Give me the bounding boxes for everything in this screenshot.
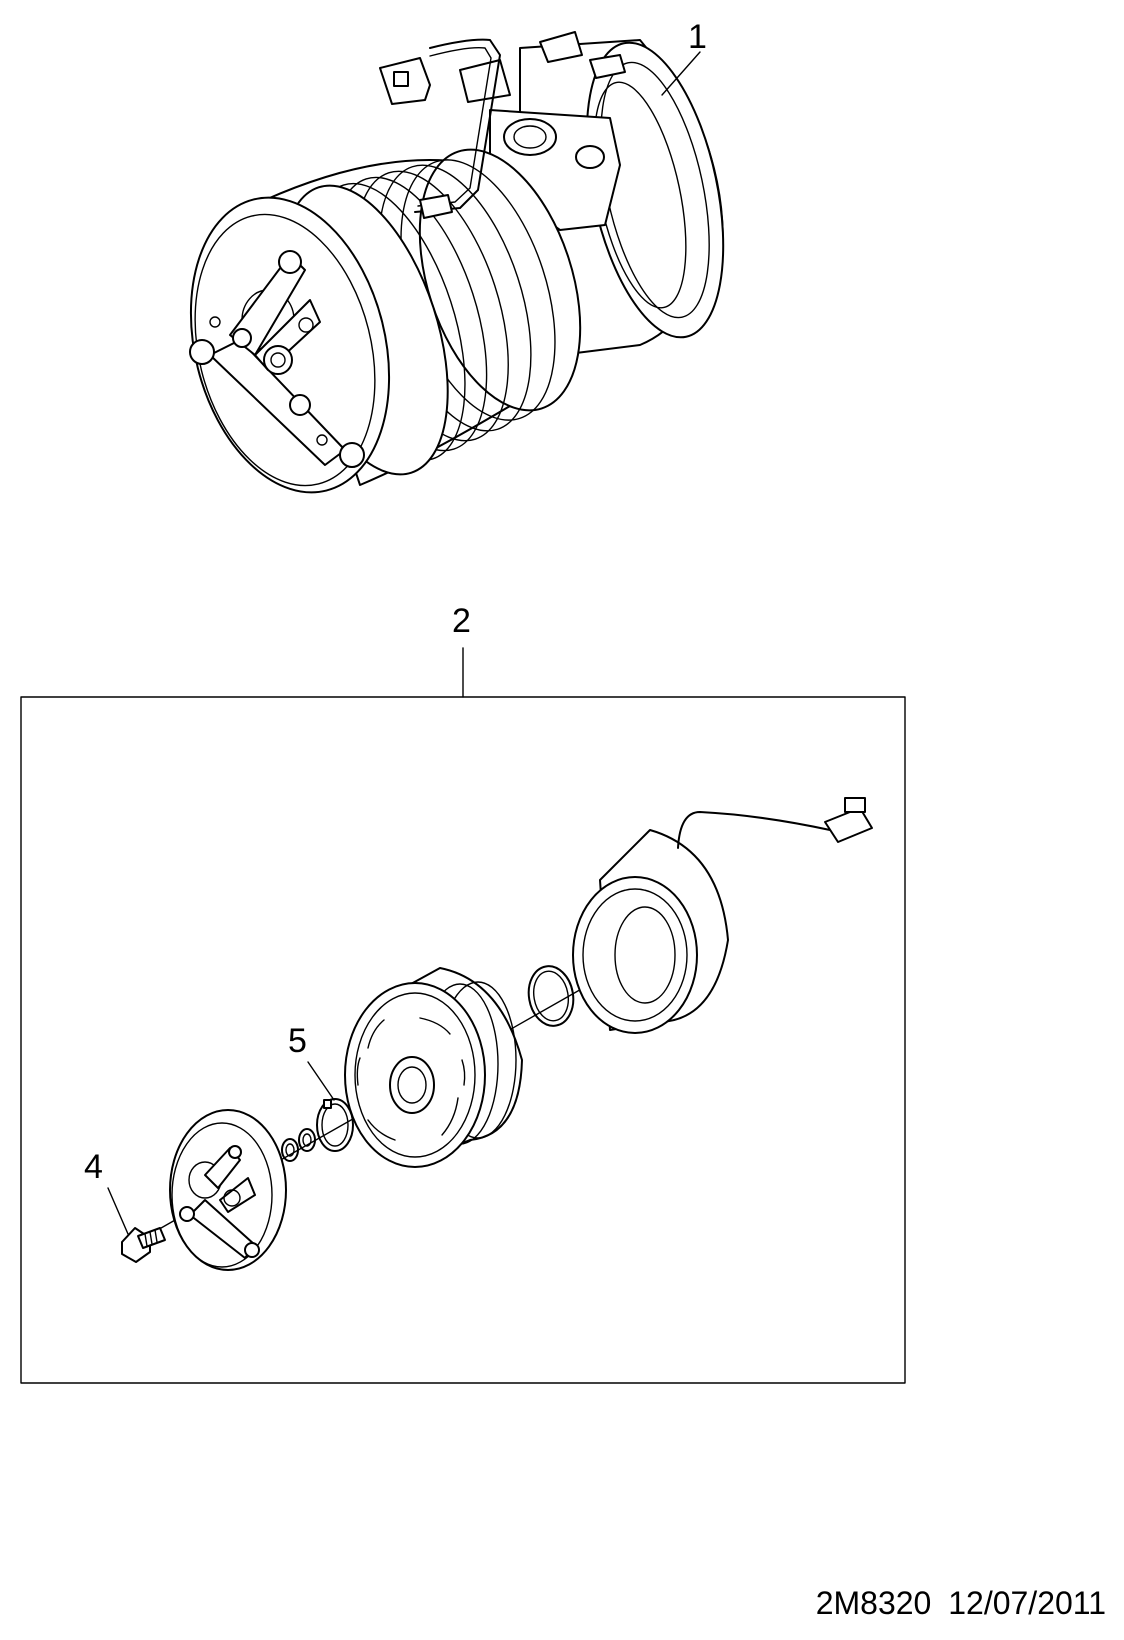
compressor-wire-harness [379,38,501,219]
clutch-kit-frame [20,696,906,1384]
leader-line-5 [307,1061,335,1101]
clutch-kit-exploded-view [107,797,873,1271]
callout-2: 2 [452,602,471,640]
callout-4: 4 [84,1148,103,1186]
leader-line-1 [661,51,701,96]
diagram-code: 2M8320 [815,1585,932,1621]
bolt-part-4 [121,1227,166,1263]
callout-5: 5 [288,1022,307,1060]
coil-snap-ring [527,965,575,1027]
diagram-date: 12/07/2011 [948,1585,1106,1621]
snap-ring-part-5 [316,1098,354,1152]
compressor-clutch-face [189,196,391,494]
armature-plate [169,1109,287,1271]
shim-washers [281,1128,316,1162]
pulley [344,967,523,1168]
leader-line-4 [107,1187,129,1235]
diagram-footer: 2M8320 12/07/2011 [816,1585,1106,1622]
field-coil [572,797,873,1034]
callout-1: 1 [688,18,707,56]
compressor-assembly [189,31,725,494]
